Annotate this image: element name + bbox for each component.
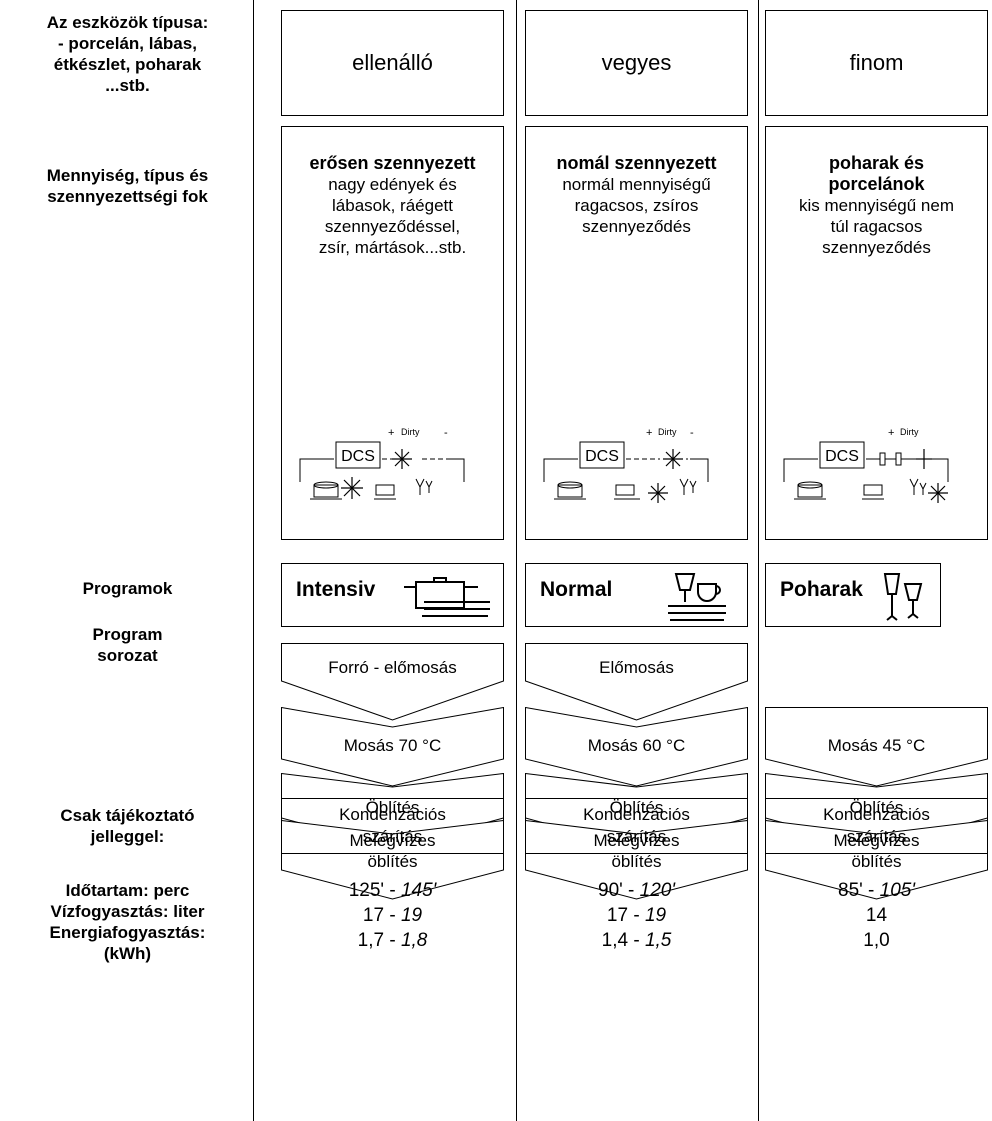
svg-text:+: + xyxy=(888,427,894,439)
glass-and-plates-icon xyxy=(668,573,726,621)
dirty-label: Dirty xyxy=(900,427,919,437)
energy-value: 1,0 xyxy=(863,930,890,951)
dcs-icon: DCS Dirty + - xyxy=(543,427,709,503)
step-label: Forró - előmosás xyxy=(328,658,457,677)
stats-column: 90' - 120' 17 - 19 1,4 - 1,5 xyxy=(525,878,748,953)
dcs-diagram: DCS Dirty + - xyxy=(540,427,736,512)
dcs-icon: DCS Dirty + - xyxy=(299,427,465,500)
program-normal: Normal xyxy=(525,563,748,627)
soil-detail: normál mennyiségű ragacsos, zsíros szenn… xyxy=(562,175,711,236)
label-tool-types: Az eszközök típusa: - porcelán, lábas, é… xyxy=(46,13,209,95)
desc-box: erősen szennyezett nagy edények és lábas… xyxy=(281,126,504,540)
dirty-label: Dirty xyxy=(658,427,677,437)
energy-value: 1,4 - 1,5 xyxy=(601,930,672,951)
step-label: Mosás 60 °C xyxy=(587,736,686,755)
dcs-diagram: DCS Dirty + - xyxy=(296,427,492,512)
soil-description: poharak és porcelánok kis mennyiségű nem… xyxy=(766,153,987,258)
step-prewash: Előmosás xyxy=(525,643,748,721)
pot-and-plates-icon xyxy=(404,577,490,617)
step-label: Melegvízes öblítés xyxy=(593,831,680,871)
dcs-label: DCS xyxy=(341,448,375,465)
program-name: Intensiv xyxy=(296,578,376,601)
desc-box: nomál szennyezett normál mennyiségű raga… xyxy=(525,126,748,540)
step-label: Öblítés xyxy=(849,798,904,817)
step-wash: Mosás 70 °C xyxy=(281,707,504,787)
step-label: Öblítés xyxy=(609,798,664,817)
label-sequence: Program sorozat xyxy=(92,625,163,665)
step-label: Mosás 45 °C xyxy=(827,736,926,755)
program-poharak: Poharak xyxy=(765,563,941,627)
step-label: Mosás 70 °C xyxy=(343,736,442,755)
soil-level: erősen szennyezett xyxy=(309,153,476,173)
label-programs: Programok xyxy=(82,579,173,598)
desc-box: poharak és porcelánok kis mennyiségű nem… xyxy=(765,126,988,540)
step-label: Öblítés xyxy=(365,798,420,817)
program-intensiv: Intensiv xyxy=(281,563,504,627)
glasses-icon xyxy=(883,573,923,621)
label-quantity: Mennyiség, típus és szennyezettségi fok xyxy=(46,166,209,206)
step-hot-rinse: Melegvízes öblítés xyxy=(281,820,504,900)
step-label: Melegvízes öblítés xyxy=(833,831,920,871)
type-box: finom xyxy=(765,10,988,116)
stats-column: 85' - 105' 14 1,0 xyxy=(765,878,988,953)
dcs-diagram: DCS Dirty + xyxy=(780,427,976,512)
type-box: ellenálló xyxy=(281,10,504,116)
type-name: ellenálló xyxy=(352,50,433,75)
type-name: finom xyxy=(849,50,904,75)
duration-value: 90' - 120' xyxy=(598,880,675,901)
label-stats: Időtartam: perc Vízfogyasztás: liter Ene… xyxy=(49,881,206,963)
dcs-label: DCS xyxy=(585,448,619,465)
water-value: 17 - 19 xyxy=(606,905,667,926)
stats-column: 125' - 145' 17 - 19 1,7 - 1,8 xyxy=(281,878,504,953)
step-wash: Mosás 45 °C xyxy=(765,707,988,787)
step-hot-rinse: Melegvízes öblítés xyxy=(765,820,988,900)
step-label: Előmosás xyxy=(599,658,674,677)
duration-value: 85' - 105' xyxy=(838,880,915,901)
soil-level: poharak és porcelánok xyxy=(828,153,925,194)
soil-detail: nagy edények és lábasok, ráégett szennye… xyxy=(318,175,467,257)
divider-line xyxy=(758,0,759,1121)
drying-box: Kondenzációs szárítás xyxy=(765,798,988,854)
duration-value: 125' - 145' xyxy=(348,880,437,901)
step-prewash: Forró - előmosás xyxy=(281,643,504,721)
step-hot-rinse: Melegvízes öblítés xyxy=(525,820,748,900)
program-name: Poharak xyxy=(780,578,863,601)
dirty-label: Dirty xyxy=(401,427,420,437)
water-value: 17 - 19 xyxy=(362,905,423,926)
svg-text:-: - xyxy=(690,427,694,439)
step-wash: Mosás 60 °C xyxy=(525,707,748,787)
label-info: Csak tájékoztató jelleggel: xyxy=(60,806,195,846)
drying-box: Kondenzációs szárítás xyxy=(281,798,504,854)
soil-description: erősen szennyezett nagy edények és lábas… xyxy=(282,153,503,258)
svg-text:+: + xyxy=(646,427,652,439)
dcs-label: DCS xyxy=(825,448,859,465)
water-value: 14 xyxy=(865,905,888,926)
type-box: vegyes xyxy=(525,10,748,116)
soil-description: nomál szennyezett normál mennyiségű raga… xyxy=(526,153,747,237)
energy-value: 1,7 - 1,8 xyxy=(357,930,428,951)
dcs-icon: DCS Dirty + xyxy=(783,427,949,503)
svg-text:+: + xyxy=(388,427,394,439)
soil-detail: kis mennyiségű nem túl ragacsos szennyez… xyxy=(799,196,954,257)
type-name: vegyes xyxy=(601,50,672,75)
svg-text:-: - xyxy=(444,427,448,439)
divider-line xyxy=(516,0,517,1121)
divider-line xyxy=(253,0,254,1121)
step-label: Melegvízes öblítés xyxy=(349,831,436,871)
drying-box: Kondenzációs szárítás xyxy=(525,798,748,854)
soil-level: nomál szennyezett xyxy=(556,153,717,173)
program-name: Normal xyxy=(540,578,613,601)
